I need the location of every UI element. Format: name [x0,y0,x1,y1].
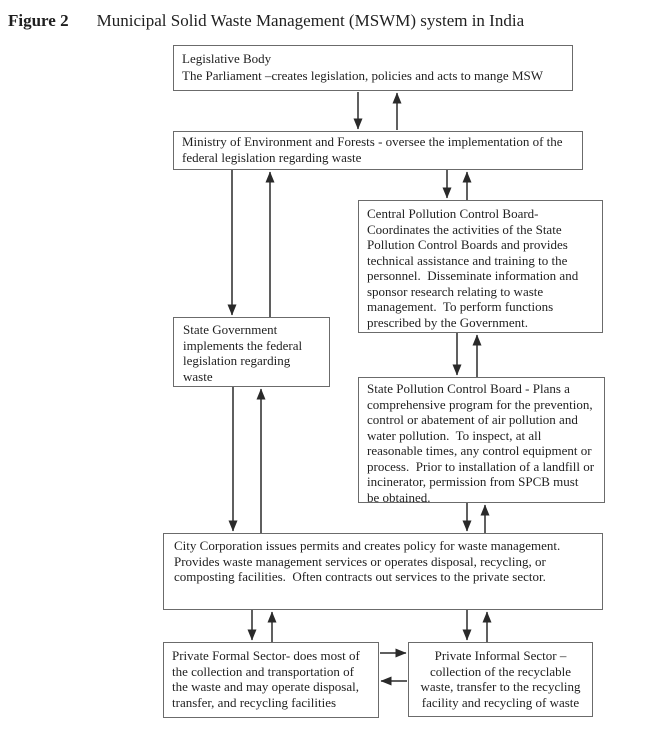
figure-caption: Municipal Solid Waste Management (MSWM) … [96,11,525,30]
node-private-formal-sector: Private Formal Sector- does most of the … [163,642,379,718]
figure-number-label: Figure 2 [8,11,69,30]
node-state-pollution-control-board: State Pollution Control Board - Plans a … [358,377,605,505]
node-state-government: State Government implements the federal … [173,317,330,387]
node-private-informal-sector: Private Informal Sector – collection of … [408,642,593,717]
figure-title: Figure 2 Municipal Solid Waste Management… [8,11,524,31]
node-legislative-body: Legislative Body The Parliament –creates… [173,45,573,91]
node-city-corporation: City Corporation issues permits and crea… [163,533,603,610]
node-ministry-environment-forests: Ministry of Environment and Forests - ov… [173,131,583,170]
node-central-pollution-control-board: Central Pollution Control Board- Coordin… [358,200,603,333]
